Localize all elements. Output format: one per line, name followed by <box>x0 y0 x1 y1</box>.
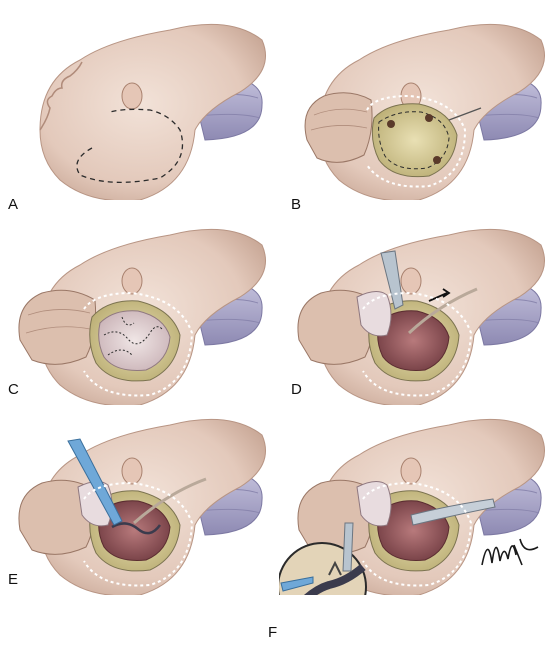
dura-exposure <box>98 310 171 371</box>
inset-vessel <box>304 563 366 595</box>
suction-instrument <box>407 287 478 335</box>
scalp-flap <box>304 92 373 163</box>
skin-edge-stitching <box>83 291 194 397</box>
skin-edge-stitching <box>362 291 473 397</box>
dural-leaf <box>356 481 392 527</box>
ear <box>121 82 143 110</box>
skin-edge-stitching <box>83 481 194 587</box>
retractor-instrument <box>380 250 404 310</box>
skin-edge-stitching <box>366 94 467 188</box>
blue-instrument <box>67 438 123 526</box>
direction-arrow <box>428 288 451 302</box>
head-illustration-b <box>304 23 545 200</box>
panel-c: C <box>0 205 279 405</box>
head-illustration-c <box>18 228 266 405</box>
head-illustration-d <box>297 228 545 405</box>
retractor-instrument <box>410 498 496 526</box>
panel-label-b: B <box>291 196 302 213</box>
head-illustration-a <box>39 23 266 200</box>
panel-label-f: F <box>268 624 278 641</box>
magnified-inset <box>279 522 367 595</box>
face-profile <box>39 61 83 131</box>
panel-e: E <box>0 395 279 595</box>
vessel <box>111 522 162 535</box>
panel-label-a: A <box>8 196 19 213</box>
burr-hole <box>433 156 441 164</box>
ear <box>400 267 422 295</box>
ear <box>121 267 143 295</box>
head-illustration-e <box>18 418 266 595</box>
dural-incision <box>103 316 163 356</box>
panel-d: D <box>279 205 558 405</box>
skin-edge-stitching <box>362 481 473 587</box>
artist-signature <box>481 538 539 566</box>
clip-applier <box>342 522 354 572</box>
dural-leaf <box>356 291 392 337</box>
burr-hole <box>387 120 395 128</box>
aneurysm-clip <box>328 560 342 576</box>
ear <box>400 457 422 485</box>
head-shape <box>39 23 266 200</box>
incision-line <box>76 108 184 183</box>
panel-a: A <box>0 0 279 213</box>
panel-f <box>279 395 558 595</box>
inset-blue-instrument <box>280 576 314 592</box>
panel-b: B <box>279 0 558 213</box>
panel-label-d: D <box>291 381 302 398</box>
brain-exposure <box>377 310 450 371</box>
panel-label-e: E <box>8 571 19 588</box>
ear <box>121 457 143 485</box>
suction-instrument <box>133 477 207 525</box>
head-illustration-f <box>279 418 545 595</box>
panel-label-c: C <box>8 381 19 398</box>
burr-hole <box>425 114 433 122</box>
retractor-hook <box>448 107 482 121</box>
